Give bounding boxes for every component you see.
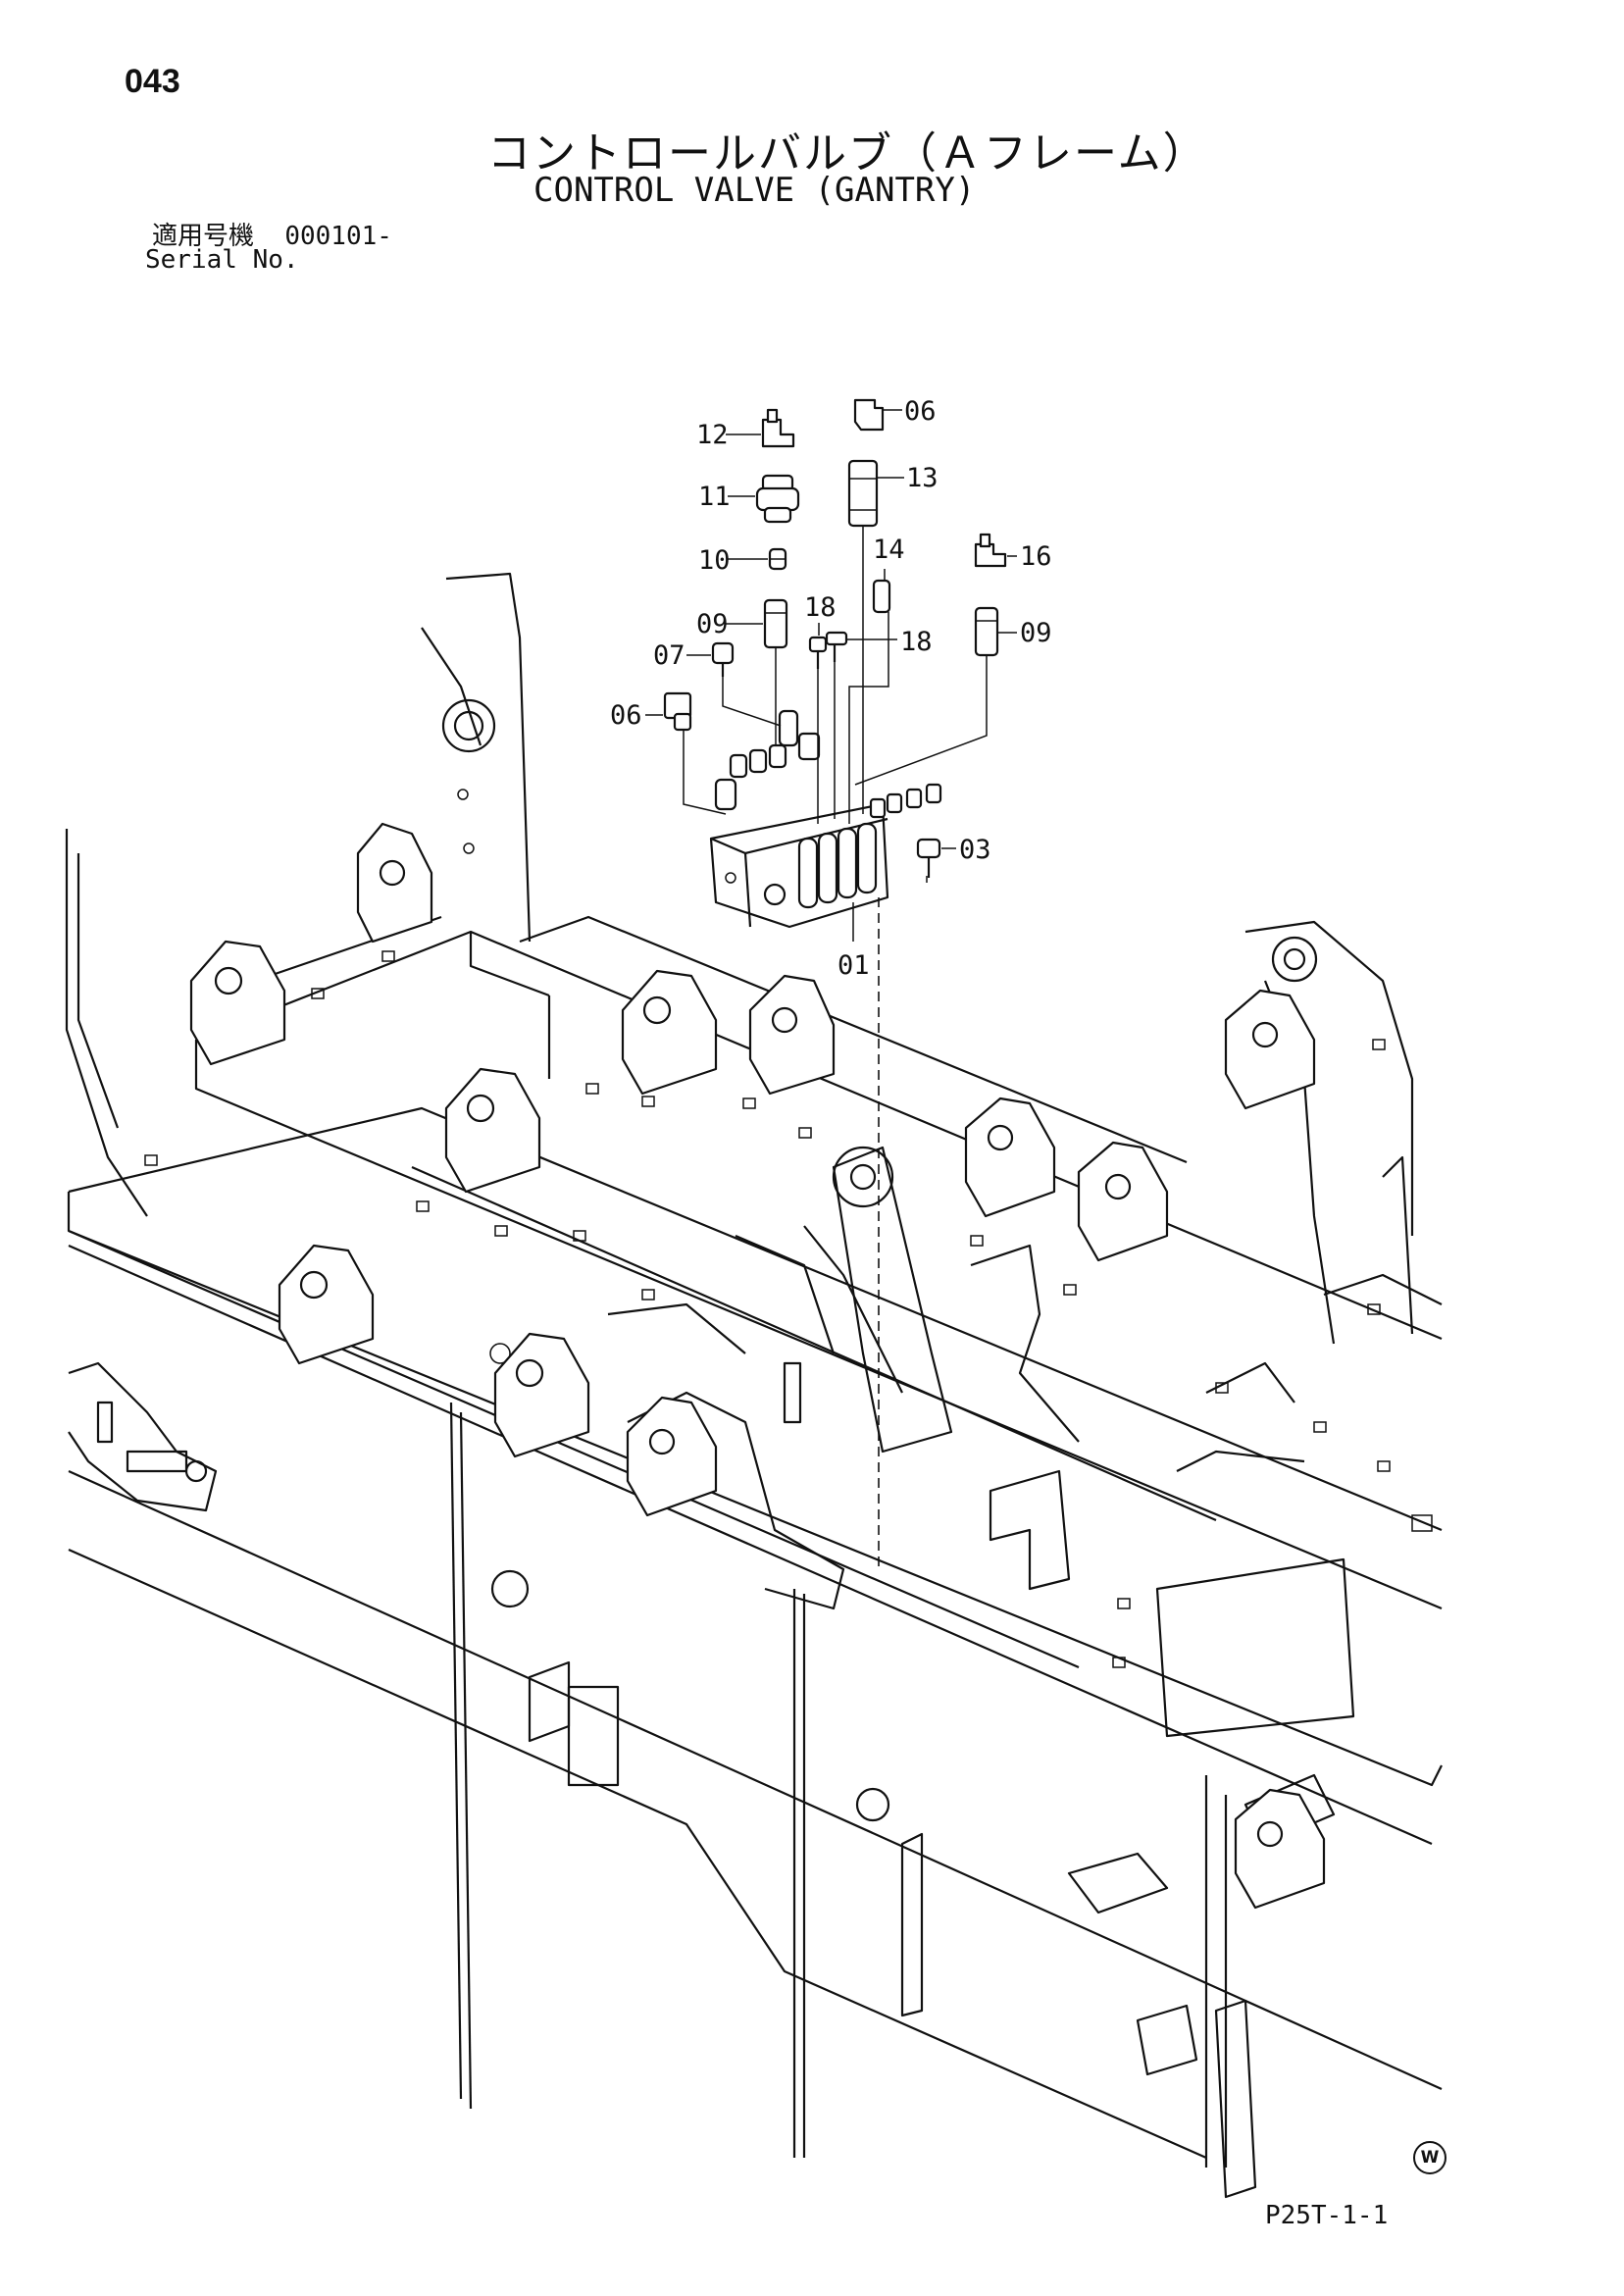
fitting-07-plug xyxy=(711,641,735,677)
callout-18-right: 18 xyxy=(900,627,933,657)
callout-06-top: 06 xyxy=(904,396,937,427)
callout-10: 10 xyxy=(698,545,731,576)
callout-06-left: 06 xyxy=(610,700,642,731)
serial-label-japanese: 適用号機 xyxy=(152,222,255,251)
callout-09-right: 09 xyxy=(1020,618,1052,648)
figure-reference-id: P25T-1-1 xyxy=(1265,2201,1389,2230)
callout-01: 01 xyxy=(837,950,870,981)
callout-13: 13 xyxy=(906,463,939,493)
fitting-18-plugs xyxy=(808,631,848,669)
valve-port-fittings xyxy=(714,743,942,819)
callout-16: 16 xyxy=(1020,541,1052,572)
serial-value: 000101- xyxy=(284,222,392,251)
fitting-16-tee xyxy=(974,533,1007,568)
valve-spool-cylinders xyxy=(797,822,878,909)
serial-number-japanese: 適用号機 000101- xyxy=(152,216,392,252)
mounting-blocks xyxy=(144,950,1433,1668)
w-circle-mark: W xyxy=(1413,2141,1446,2174)
callout-12: 12 xyxy=(696,420,729,450)
callout-labels: 12 06 13 11 10 14 16 09 18 18 09 07 06 0… xyxy=(610,396,1052,981)
fitting-12-tee xyxy=(761,408,795,448)
leader-lines xyxy=(645,409,1017,1569)
callout-09-left: 09 xyxy=(696,609,729,639)
callout-07: 07 xyxy=(653,640,685,671)
gantry-frame-drawing xyxy=(65,572,1443,2199)
callout-14: 14 xyxy=(873,535,905,565)
lug-group xyxy=(189,822,1326,1910)
fitting-06-elbow xyxy=(663,398,885,732)
serial-label-english: Serial No. xyxy=(145,245,299,275)
callout-18-upper: 18 xyxy=(804,592,837,623)
fitting-11-swivel xyxy=(755,474,800,524)
page-title-english: CONTROL VALVE (GANTRY) xyxy=(533,171,976,210)
page-title-japanese: コントロールバルブ（Ａフレーム） xyxy=(487,128,1208,179)
fitting-03-bolt xyxy=(916,838,941,878)
fitting-13-hose-adapter xyxy=(847,459,879,528)
page-number: 043 xyxy=(125,63,180,100)
fitting-10-nipple xyxy=(768,547,787,571)
control-valve-assembly xyxy=(709,709,942,929)
fitting-14 xyxy=(872,579,891,614)
callout-03: 03 xyxy=(959,835,991,865)
callout-11: 11 xyxy=(698,482,731,512)
